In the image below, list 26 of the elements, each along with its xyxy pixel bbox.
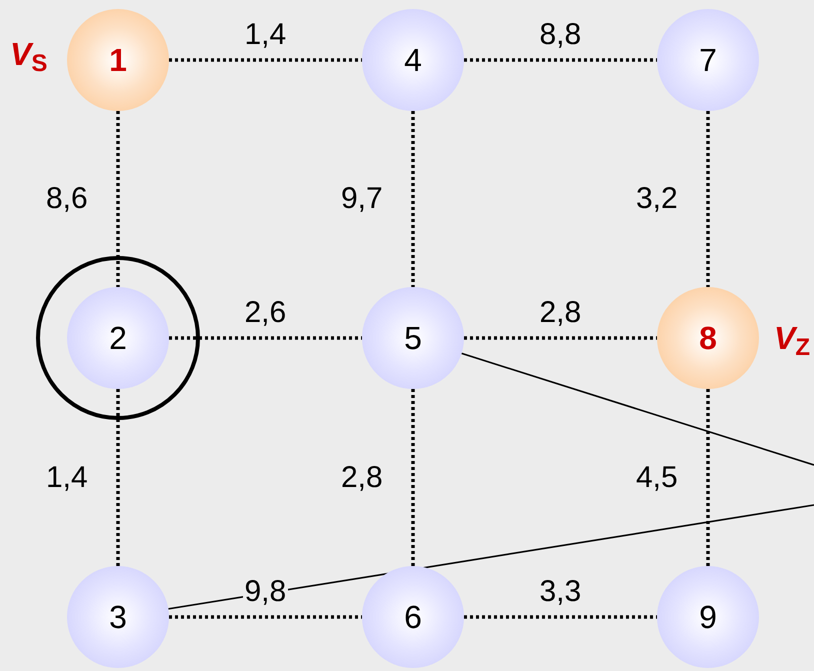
node-number: 5 [404,322,422,354]
node-number: 6 [404,601,422,633]
node-annotation: V$_{S}$ [10,38,48,76]
dotted-edge [706,111,710,287]
node-number: 2 [109,322,127,354]
node-annotation: V$_{Z}$ [774,322,810,360]
node-number: 3 [109,601,127,633]
highlight-ring [36,256,200,420]
dotted-edge [464,58,657,62]
node-number: 1 [109,44,127,76]
dotted-edge [464,336,657,340]
dotted-edge [411,389,415,566]
node-number: 9 [699,601,717,633]
dotted-edge [464,615,657,619]
dotted-edge [169,58,362,62]
dotted-edge [411,111,415,287]
node-number: 4 [404,44,422,76]
dotted-edge [116,111,120,287]
edge-label: 9,8 [242,577,288,607]
dotted-edge [706,389,710,566]
node-number: 8 [699,322,717,354]
node-number: 7 [699,44,717,76]
dotted-edge [169,615,362,619]
leader-line [461,352,814,466]
dotted-edge [169,336,362,340]
dotted-edge [116,389,120,566]
